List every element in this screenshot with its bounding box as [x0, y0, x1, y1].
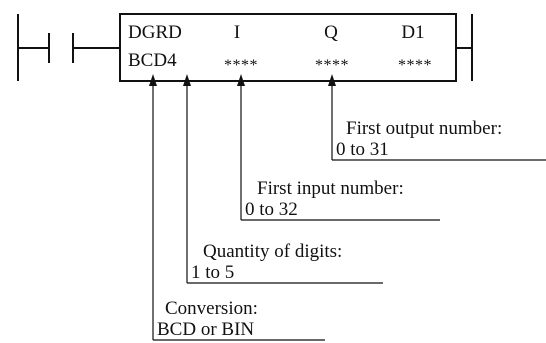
arrow-first-input	[237, 74, 245, 220]
input-header: I	[234, 22, 240, 43]
control-header: D1	[401, 22, 424, 43]
conversion-code: BCD4	[128, 50, 177, 71]
output-header: Q	[324, 22, 338, 43]
callout-range: BCD or BIN	[157, 319, 254, 340]
arrow-first-output	[328, 74, 336, 160]
callout-range: 0 to 31	[336, 139, 389, 160]
arrow-conversion	[149, 74, 157, 340]
callout-first-input: First input number: 0 to 32	[241, 178, 440, 221]
callout-title: Conversion:	[165, 298, 258, 319]
instruction-box: DGRD I Q D1 BCD4 **** **** ****	[119, 13, 473, 82]
callout-title: First input number:	[257, 178, 404, 199]
callout-title: Quantity of digits:	[203, 241, 342, 262]
ladder-contact	[17, 14, 120, 81]
callout-quantity-digits: Quantity of digits: 1 to 5	[187, 241, 383, 284]
input-value: ****	[224, 57, 258, 74]
mnemonic-label: DGRD	[128, 22, 182, 43]
callout-title: First output number:	[346, 118, 502, 139]
arrow-digits	[183, 74, 191, 283]
control-value: ****	[398, 57, 432, 74]
callout-range: 0 to 32	[245, 199, 298, 220]
callout-first-output: First output number: 0 to 31	[332, 118, 546, 161]
callout-conversion: Conversion: BCD or BIN	[153, 298, 325, 341]
output-value: ****	[315, 57, 349, 74]
callout-range: 1 to 5	[191, 262, 234, 283]
